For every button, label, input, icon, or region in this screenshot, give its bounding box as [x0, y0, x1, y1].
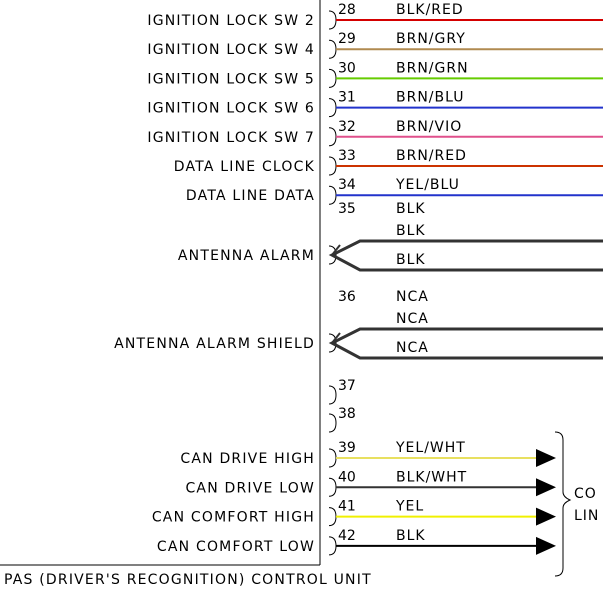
pin-number: 30 — [338, 60, 356, 76]
twist-mark — [331, 332, 341, 344]
wire-color-label: BLK/RED — [396, 2, 464, 18]
signal-label: IGNITION LOCK SW 7 — [147, 130, 315, 146]
pin-connector-mark — [328, 127, 337, 147]
pin-number: 38 — [338, 406, 356, 422]
pin-connector-mark — [328, 477, 337, 497]
arrow-icon — [536, 507, 556, 526]
signal-label: ANTENNA ALARM SHIELD — [114, 336, 315, 352]
wire-color-label: BRN/RED — [396, 148, 467, 164]
wire-color-label: BRN/BLU — [396, 90, 464, 106]
pin-connector-mark — [328, 68, 337, 88]
pin-connector-mark — [328, 156, 337, 176]
pin-number: 40 — [338, 469, 356, 485]
pin-number: 32 — [338, 119, 356, 135]
signal-label: CAN DRIVE HIGH — [180, 451, 315, 467]
twisted-pair-wire — [328, 239, 603, 272]
pin-connector-mark — [328, 413, 337, 433]
can-target-label-2: LIN — [574, 508, 599, 524]
wire-color-label: YEL/BLU — [395, 177, 460, 193]
pin-number: 31 — [338, 90, 356, 106]
wire-color-label: BLK — [396, 252, 426, 268]
pin-number: 36 — [338, 289, 356, 305]
unit-title: PAS (DRIVER'S RECOGNITION) CONTROL UNIT — [4, 572, 372, 588]
signal-label: IGNITION LOCK SW 6 — [147, 101, 315, 117]
pin-number: 35 — [338, 201, 356, 217]
wire-color-label: NCA — [396, 311, 429, 327]
can-target-label-1: CO — [574, 486, 597, 502]
pin-number: 42 — [338, 528, 356, 544]
pin-number: 29 — [338, 31, 356, 47]
can-bracket — [554, 431, 572, 577]
pin-connector-mark — [328, 385, 337, 405]
twisted-pair-wire — [328, 327, 603, 360]
signal-label: IGNITION LOCK SW 5 — [147, 71, 315, 87]
wire-color-label: BRN/GRN — [396, 60, 469, 76]
wire-color-label: BRN/GRY — [396, 31, 466, 47]
pin-number: 34 — [338, 177, 356, 193]
signal-label: CAN COMFORT LOW — [157, 539, 315, 555]
pin-connector-mark — [328, 245, 337, 265]
pin-connector-mark — [328, 98, 337, 118]
empty-pins: 37 38 — [328, 378, 356, 433]
pin-connector-mark — [328, 185, 337, 205]
wire-color-label: BLK — [396, 528, 426, 544]
wire-color-label: BLK — [396, 223, 426, 239]
signal-label: CAN COMFORT HIGH — [152, 510, 315, 526]
pin-connector-mark — [328, 507, 337, 527]
wire-color-label: YEL/WHT — [395, 440, 466, 456]
signal-label: DATA LINE DATA — [186, 188, 315, 204]
wire-color-label: NCA — [396, 289, 429, 305]
signal-label: CAN DRIVE LOW — [185, 480, 315, 496]
signal-label: ANTENNA ALARM — [178, 248, 315, 264]
pin-connector-mark — [328, 39, 337, 59]
pin-connector-mark — [328, 536, 337, 556]
pin-connector-mark — [328, 333, 337, 353]
pin-number: 37 — [338, 378, 356, 394]
signal-label: IGNITION LOCK SW 2 — [147, 13, 315, 29]
twist-mark — [331, 244, 341, 256]
arrow-icon — [536, 536, 556, 555]
wire-color-label: BLK — [396, 201, 426, 217]
wire-color-label: BRN/VIO — [396, 119, 462, 135]
pin-number: 28 — [338, 2, 356, 18]
arrow-icon — [536, 478, 556, 497]
pin-connector-mark — [328, 10, 337, 30]
pin-connector-mark — [328, 448, 337, 468]
signal-label: IGNITION LOCK SW 4 — [147, 42, 315, 58]
signal-rows: IGNITION LOCK SW 2 28 BLK/RED IGNITION LOCK… — [147, 2, 603, 205]
signal-label: DATA LINE CLOCK — [174, 159, 315, 175]
wire-color-label: NCA — [396, 340, 429, 356]
pin-number: 39 — [338, 440, 356, 456]
pin-number: 41 — [338, 499, 356, 515]
wire-color-label: YEL — [395, 499, 424, 515]
pin-number: 33 — [338, 148, 356, 164]
wire-color-label: BLK/WHT — [396, 469, 467, 485]
arrow-icon — [536, 449, 556, 467]
